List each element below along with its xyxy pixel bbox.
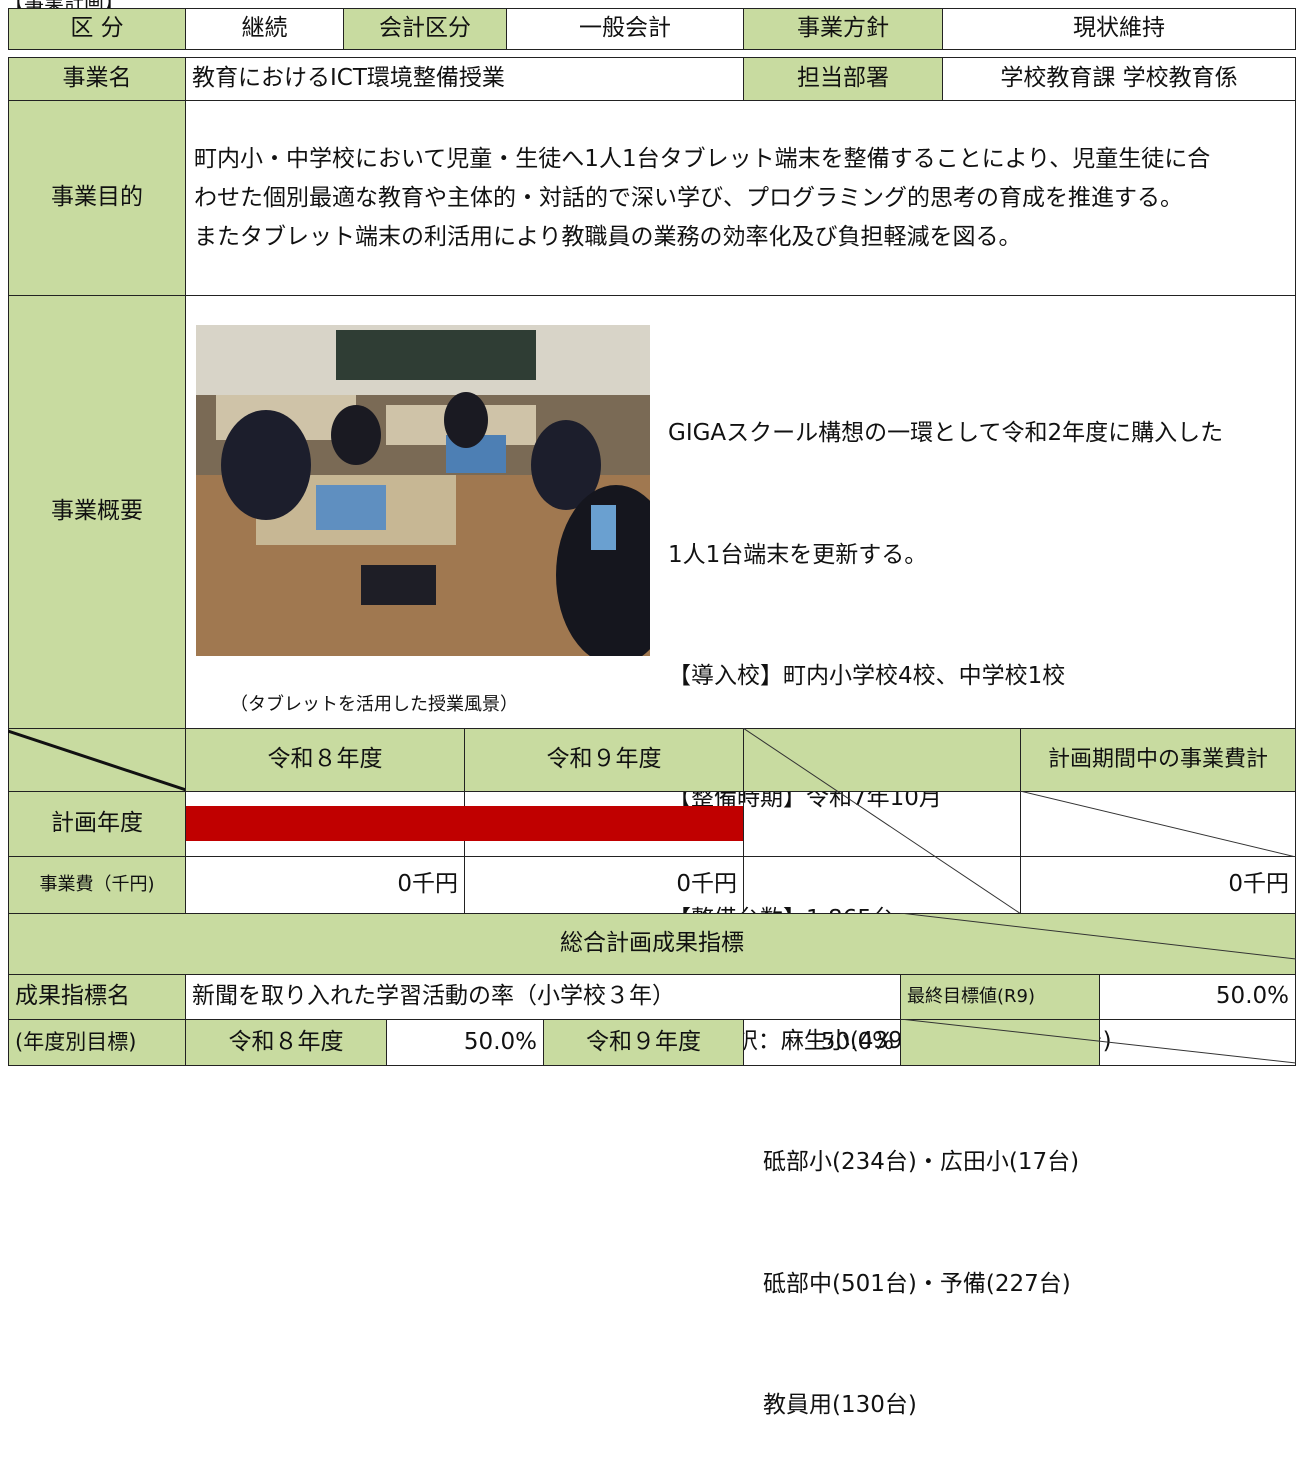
purpose-line: 町内小・中学校において児童・生徒へ1人1台タブレット端末を整備することにより、児… — [194, 145, 1211, 172]
kpi-year2-label: 令和９年度 — [543, 1019, 744, 1066]
overview-label: 事業概要 — [8, 295, 186, 729]
kpi-yearly-label: (年度別目標) — [8, 1019, 186, 1066]
cost-year2: 0千円 — [464, 856, 744, 914]
cost-total: 0千円 — [1020, 856, 1296, 914]
purpose-line: わせた個別最適な教育や主体的・対話的で深い学び、プログラミング的思考の育成を推進… — [194, 184, 1183, 211]
dept-value: 学校教育課 学校教育係 — [942, 57, 1296, 101]
plan-corner-cell — [8, 728, 186, 792]
jigyo-name-value: 教育におけるICT環境整備授業 — [185, 57, 744, 101]
hoshin-label: 事業方針 — [743, 8, 943, 50]
cost-label: 事業費（千円) — [8, 856, 186, 914]
kubun-value: 継続 — [185, 8, 344, 50]
kpi-final-value: 50.0% — [1099, 974, 1296, 1020]
purpose-line: またタブレット端末の利活用により教職員の業務の効率化及び負担軽減を図る。 — [194, 223, 1022, 250]
cost-empty-cell — [743, 856, 1021, 914]
plan-year2-header: 令和９年度 — [464, 728, 744, 792]
hoshin-value: 現状維持 — [942, 8, 1296, 50]
kpi-year2-value: 50.0% — [743, 1019, 901, 1066]
plan-empty-cell — [743, 791, 1021, 857]
kpi-year1-value: 50.0% — [386, 1019, 544, 1066]
jigyo-name-label: 事業名 — [8, 57, 186, 101]
overview-line: GIGAスクール構想の一環として令和2年度に購入した — [668, 420, 1224, 446]
plan-bar — [186, 806, 743, 841]
plan-empty-header — [743, 728, 1021, 792]
plan-total-header: 計画期間中の事業費計 — [1020, 728, 1296, 792]
overview-line: 1人1台端末を更新する。 — [668, 541, 928, 568]
overview-line: 教員用(130台) — [668, 1392, 917, 1418]
purpose-text: 町内小・中学校において児童・生徒へ1人1台タブレット端末を整備することにより、児… — [186, 140, 1218, 257]
purpose-box: 町内小・中学校において児童・生徒へ1人1台タブレット端末を整備することにより、児… — [185, 100, 1296, 296]
dept-label: 担当部署 — [743, 57, 943, 101]
kpi-name-label: 成果指標名 — [8, 974, 186, 1020]
kpi-name-value: 新聞を取り入れた学習活動の率（小学校３年） — [185, 974, 901, 1020]
kubun-label: 区 分 — [8, 8, 186, 50]
kaikei-label: 会計区分 — [343, 8, 507, 50]
kpi-final-label: 最終目標値(R9) — [900, 974, 1100, 1020]
plan-year-label: 計画年度 — [8, 791, 186, 857]
kpi-empty-green — [900, 1019, 1100, 1066]
kaikei-value: 一般会計 — [506, 8, 744, 50]
cost-year1: 0千円 — [185, 856, 465, 914]
photo-caption: （タブレットを活用した授業風景） — [230, 694, 518, 715]
purpose-label: 事業目的 — [8, 100, 186, 296]
kpi-empty-white — [1099, 1019, 1296, 1066]
plan-total-empty-cell — [1020, 791, 1296, 857]
overview-line: 砥部中(501台)・予備(227台) — [668, 1270, 1071, 1297]
plan-year1-header: 令和８年度 — [185, 728, 465, 792]
overview-line: 砥部小(234台)・広田小(17台) — [668, 1149, 1080, 1175]
kpi-year1-label: 令和８年度 — [185, 1019, 387, 1066]
classroom-photo-illustration — [196, 325, 650, 656]
kpi-section-title: 総合計画成果指標 — [8, 913, 1296, 975]
overview-line: 【導入校】町内小学校4校、中学校1校 — [668, 663, 1066, 689]
classroom-photo — [196, 325, 650, 656]
